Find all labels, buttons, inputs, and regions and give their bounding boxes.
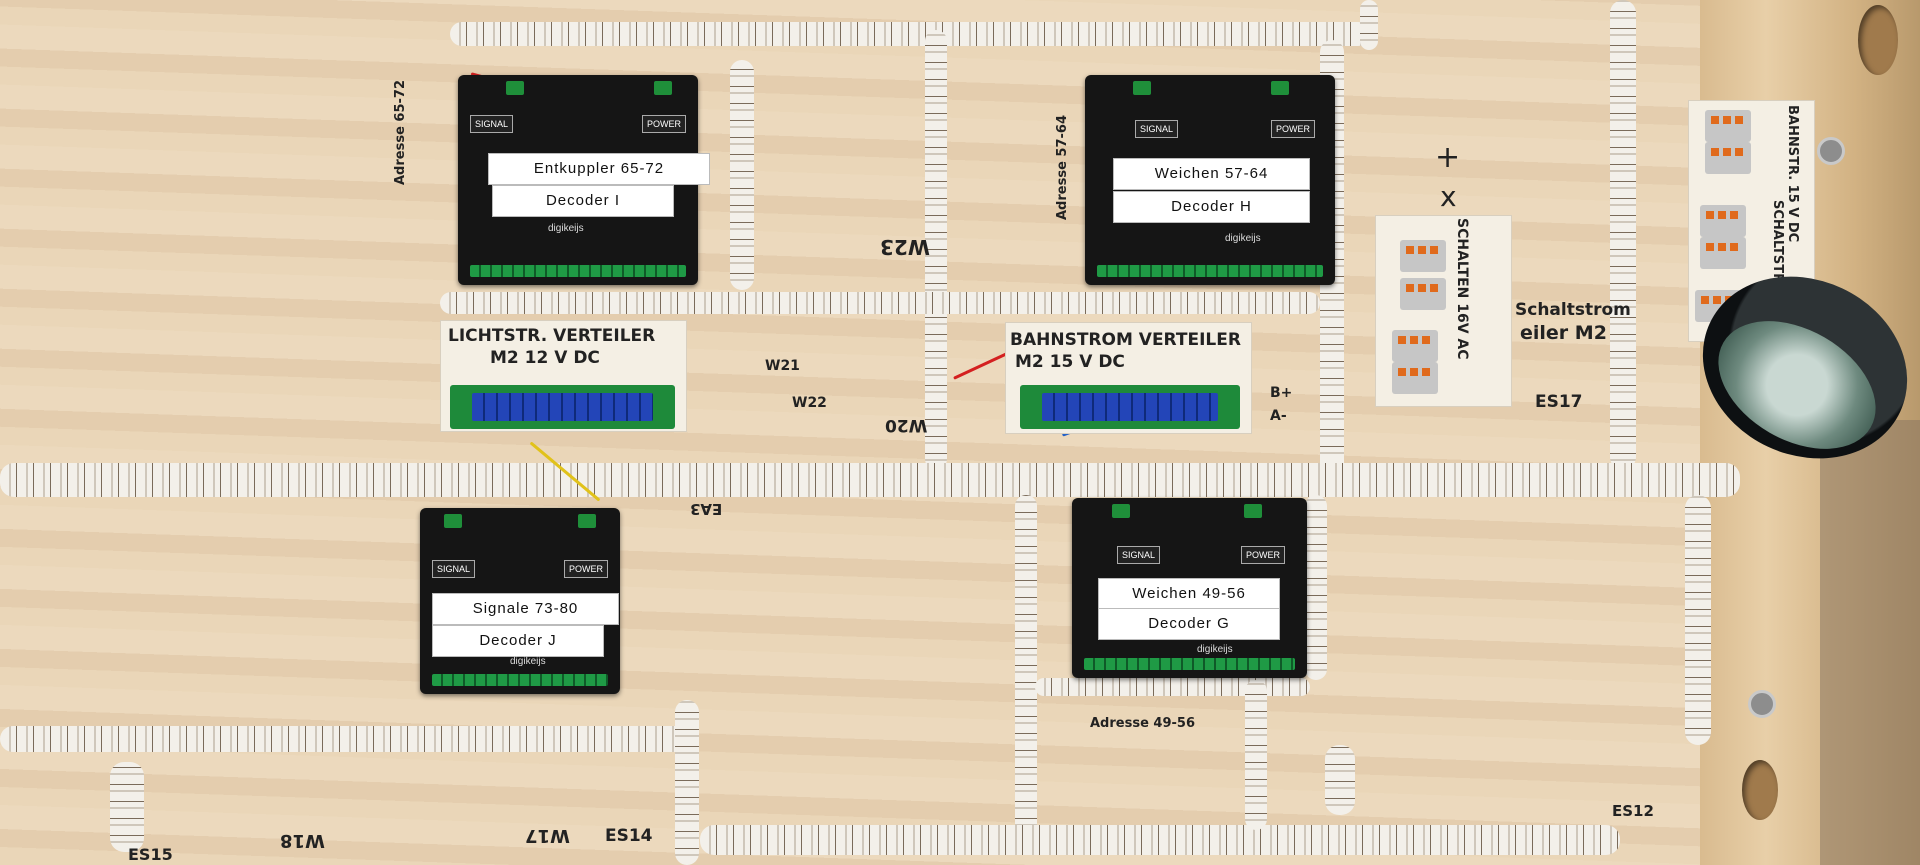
conduit-spiral-left [110, 762, 144, 852]
conduit-left-drop [730, 60, 754, 290]
drill-hole [1742, 760, 1778, 820]
decoder-label-line2: Decoder G [1098, 608, 1280, 640]
cross-mark: x [1440, 180, 1457, 213]
power-connector [444, 514, 462, 528]
power-connector [1112, 504, 1130, 518]
conduit-top-left [450, 22, 1370, 46]
blue-terminals [472, 393, 653, 421]
conduit-top-drop [1360, 0, 1378, 50]
brand-text: digikeijs [1197, 644, 1233, 655]
wago-connector [1392, 362, 1438, 394]
decoder-label-line2: Decoder H [1113, 191, 1310, 223]
es14-label: ES14 [605, 826, 653, 846]
decoder-label-line2: Decoder J [432, 625, 604, 657]
conduit-g-bottom-drop [1245, 680, 1267, 830]
decoder-label-line1: Weichen 57-64 [1113, 158, 1310, 190]
conduit-g-bottom [1035, 678, 1310, 696]
power-tag: POWER [1240, 546, 1285, 564]
power-tag: POWER [563, 560, 608, 578]
w21-label: W21 [765, 358, 800, 374]
terminal-strip-track [1020, 385, 1240, 429]
distributor-title-track: BAHNSTROM VERTEILER [1010, 330, 1241, 350]
power-connector [578, 514, 596, 528]
decoder-label-line1: Weichen 49-56 [1098, 578, 1280, 610]
wago-connector [1400, 278, 1446, 310]
terminal-block [470, 265, 686, 277]
aminus-label: A- [1270, 408, 1287, 424]
power-connector [506, 81, 524, 95]
decoder-h: SIGNAL POWER Weichen 57-64 Decoder H dig… [1085, 75, 1335, 285]
decoder-g: SIGNAL POWER Weichen 49-56 Decoder G dig… [1072, 498, 1307, 678]
wago-connector [1392, 330, 1438, 362]
conduit-lower-left [0, 726, 690, 752]
schaltstrom-label: Schaltstrom [1515, 300, 1631, 320]
screw [1748, 690, 1776, 718]
decoder-j: SIGNAL POWER Signale 73-80 Decoder J dig… [420, 508, 620, 694]
terminal-block [1097, 265, 1323, 277]
conduit-bottom [700, 825, 1620, 855]
decoder-i: SIGNAL POWER Entkuppler 65-72 Decoder I … [458, 75, 710, 285]
bahnstr-label: BAHNSTR. 15 V DC [1785, 105, 1800, 243]
terminal-strip-light [450, 385, 675, 429]
signal-tag: SIGNAL [470, 115, 514, 133]
conduit-far-right [1610, 0, 1636, 470]
conduit-decoder-g-left [1015, 495, 1037, 835]
distributor-subtitle-track: M2 15 V DC [1015, 352, 1125, 372]
plus-mark: + [1435, 140, 1461, 175]
power-connector [1244, 504, 1262, 518]
conduit-center-drop [925, 30, 947, 470]
signal-tag: SIGNAL [1135, 120, 1179, 138]
decoder-label-line1: Entkuppler 65-72 [488, 153, 710, 185]
power-tag: POWER [1270, 120, 1315, 138]
decoder-label-line1: Signale 73-80 [432, 593, 619, 625]
schaltstrom-verteiler-label: eiler M2 [1520, 322, 1607, 344]
screw [1817, 137, 1845, 165]
background-gap [1820, 420, 1920, 865]
w18-label: W18 [280, 830, 325, 851]
es12-label: ES12 [1612, 802, 1654, 820]
drill-hole [1858, 5, 1898, 75]
signal-tag: SIGNAL [432, 560, 476, 578]
wago-connector [1700, 205, 1746, 237]
wago-connector [1705, 110, 1751, 142]
es17-label: ES17 [1535, 392, 1583, 412]
power-connector [1271, 81, 1289, 95]
wago-connector [1700, 237, 1746, 269]
brand-text: digikeijs [1225, 233, 1261, 244]
address-label-g: Adresse 49-56 [1090, 716, 1195, 731]
distributor-subtitle-light: M2 12 V DC [490, 348, 600, 368]
conduit-spiral-center [1325, 745, 1355, 815]
bplus-label: B+ [1270, 385, 1293, 401]
schalten-label: SCHALTEN 16V AC [1454, 218, 1470, 360]
ea3-label: EA3 [690, 500, 723, 518]
wago-connector [1400, 240, 1446, 272]
brand-text: digikeijs [548, 223, 584, 234]
conduit-mid-horizontal [440, 292, 1320, 314]
conduit-right-curve [1685, 495, 1711, 745]
conduit-decoder-g-right [1305, 495, 1327, 680]
conduit-lower-drop [675, 700, 699, 865]
decoder-label-line2: Decoder I [492, 185, 674, 217]
w23-label: W23 [880, 235, 930, 259]
signal-tag: SIGNAL [1117, 546, 1161, 564]
address-label-i: Adresse 65-72 [393, 80, 408, 185]
wago-connector [1705, 142, 1751, 174]
brand-text: digikeijs [510, 656, 546, 667]
terminal-block [432, 674, 608, 686]
address-label-h: Adresse 57-64 [1055, 115, 1070, 220]
w17-label: W17 [525, 825, 570, 846]
power-connector [1133, 81, 1151, 95]
w20-label: W20 [885, 415, 928, 435]
w22-label: W22 [792, 395, 827, 411]
conduit-main-horizontal [0, 463, 1740, 497]
blue-terminals [1042, 393, 1218, 421]
power-tag: POWER [641, 115, 686, 133]
distributor-title-light: LICHTSTR. VERTEILER [448, 326, 656, 346]
power-connector [654, 81, 672, 95]
terminal-block [1084, 658, 1295, 670]
es15-label: ES15 [128, 845, 173, 864]
